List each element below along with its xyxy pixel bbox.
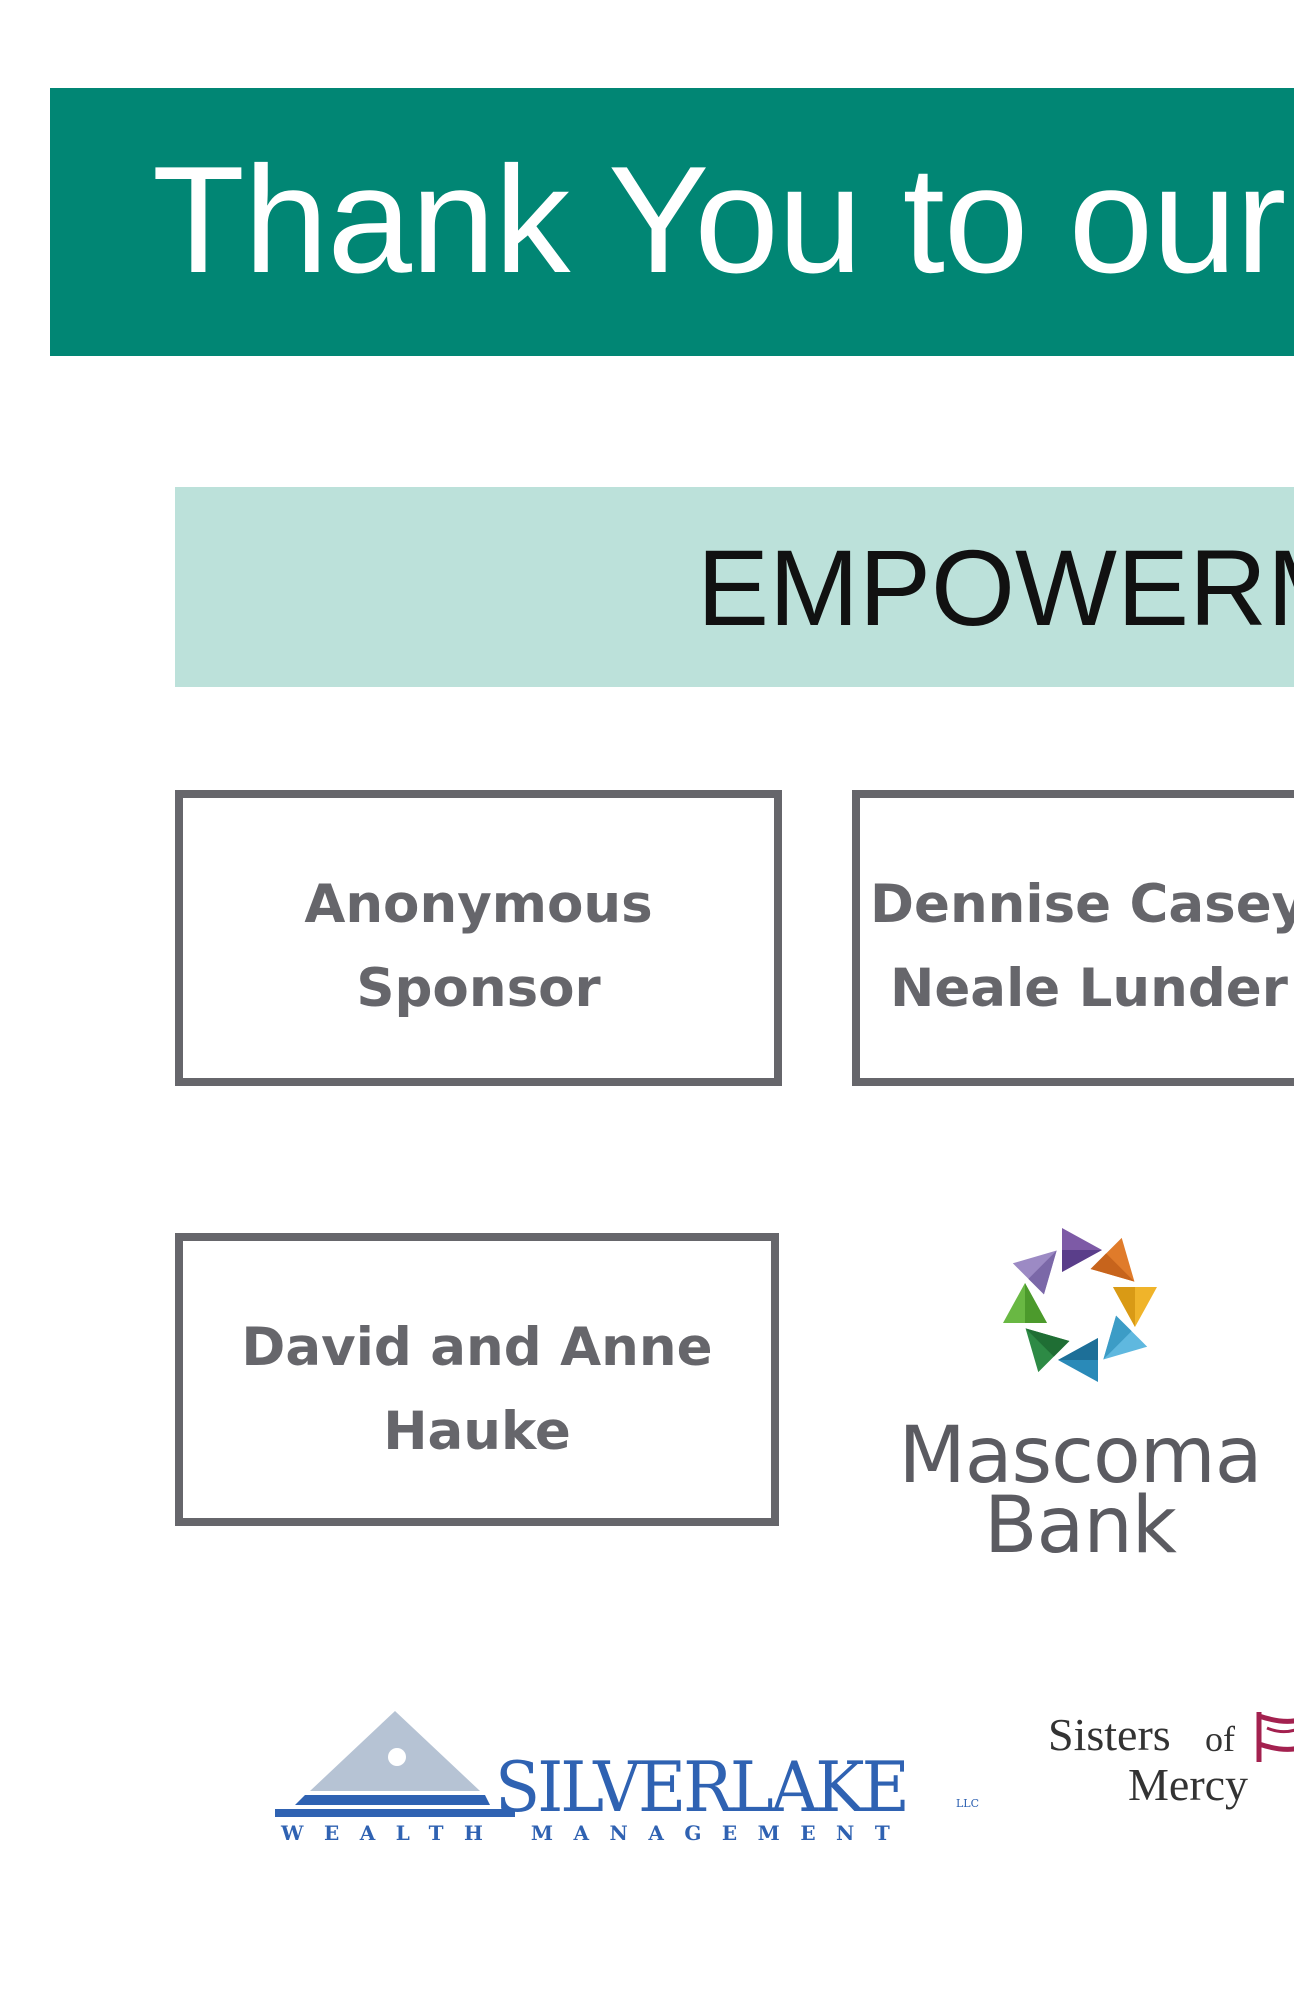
sponsor-name-line2: Neale Lunder [890, 958, 1288, 1019]
sisters-of-mercy-logo: Sisters of Mercy [1045, 1700, 1294, 1840]
banner-title: Thank You to our [152, 135, 1286, 305]
sponsor-card-hauke: David and Anne Hauke [175, 1233, 779, 1526]
sponsor-name-line2: Sponsor [356, 958, 601, 1019]
mascoma-wordmark-line1: Mascoma [898, 1411, 1262, 1501]
sponsor-name-line1: Dennise Casey [870, 874, 1294, 935]
mercy-word-mercy: Mercy [1128, 1759, 1249, 1810]
silverlake-llc: LLC [956, 1797, 980, 1810]
mascoma-wordmark-line2: Bank [984, 1481, 1177, 1571]
sponsor-card-casey-lunder: Dennise Casey Neale Lunder [852, 790, 1294, 1086]
silverlake-wealth-management-logo: SILVERLAKE LLC WEALTH MANAGEMENT [275, 1705, 995, 1855]
tier-heading: EMPOWERM [697, 527, 1294, 648]
mercy-word-sisters: Sisters [1048, 1709, 1171, 1760]
mascoma-flower-icon [1003, 1228, 1157, 1382]
mercy-word-of: of [1205, 1719, 1235, 1759]
sponsor-card-anonymous: Anonymous Sponsor [175, 790, 782, 1086]
sponsor-name-line1: David and Anne [241, 1317, 713, 1378]
sponsor-name-line1: Anonymous [304, 874, 653, 935]
silverlake-tagline: WEALTH MANAGEMENT [281, 1821, 911, 1845]
sponsor-name-line2: Hauke [383, 1401, 571, 1462]
silverlake-wordmark: SILVERLAKE [495, 1747, 910, 1828]
mascoma-bank-logo: Mascoma Bank [890, 1205, 1270, 1565]
tier-heading-band: EMPOWERM [175, 487, 1294, 687]
title-banner: Thank You to our [50, 88, 1294, 356]
mountain-icon [275, 1711, 515, 1817]
mercy-cross-emblem-icon [1256, 1712, 1294, 1762]
